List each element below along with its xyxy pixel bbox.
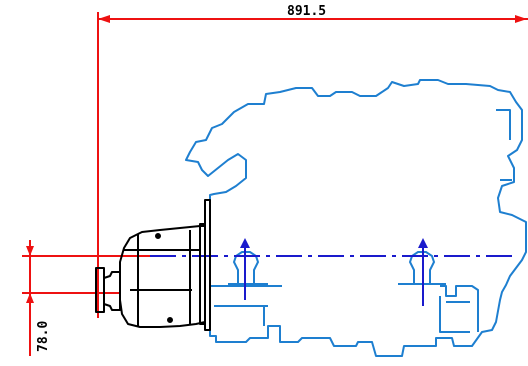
overall-length-dimension xyxy=(97,12,528,318)
gearbox-outline xyxy=(95,199,211,331)
dim-arrow-down xyxy=(26,293,34,303)
dim-arrow-up xyxy=(26,246,34,256)
dim-arrow-left xyxy=(98,15,110,23)
dim-arrow-right xyxy=(515,15,527,23)
overall-length-label: 891.5 xyxy=(287,4,326,19)
shaft-height-label: 78.0 xyxy=(36,321,51,352)
mount-center-markers xyxy=(240,238,428,306)
engine-outline xyxy=(185,79,527,357)
